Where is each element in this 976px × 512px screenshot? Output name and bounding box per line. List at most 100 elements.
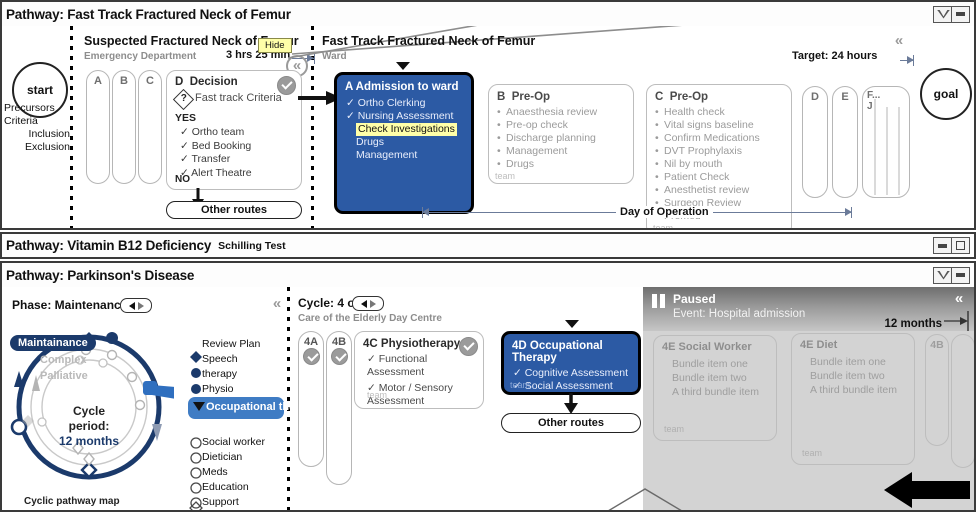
ring-label-palliative[interactable]: Palliative bbox=[40, 370, 88, 382]
pathway-window-b12[interactable]: Pathway: Vitamin B12 Deficiency Schillin… bbox=[0, 232, 976, 259]
task-item[interactable]: Drugs bbox=[497, 158, 633, 171]
chevron-down-icon[interactable] bbox=[934, 6, 952, 22]
window-controls-fast-track[interactable] bbox=[933, 5, 970, 23]
start-node[interactable]: start bbox=[12, 62, 68, 118]
legend-item[interactable]: Education bbox=[202, 481, 249, 493]
legend-item[interactable]: Speech bbox=[202, 353, 238, 365]
pause-icon bbox=[652, 294, 666, 308]
chevron-down-icon[interactable] bbox=[934, 267, 952, 283]
task-item[interactable]: ✓ Functional Assessment bbox=[367, 353, 428, 378]
titlebar-fast-track: Pathway: Fast Track Fractured Neck of Fe… bbox=[2, 2, 974, 28]
maximize-icon[interactable] bbox=[952, 238, 969, 253]
collapse-phase-icon[interactable]: « bbox=[272, 295, 282, 312]
legend-item[interactable]: Support bbox=[202, 496, 239, 508]
next-arrow-icon[interactable] bbox=[369, 299, 376, 308]
cyclic-pathway-map[interactable]: Cycle period: 12 months bbox=[4, 329, 174, 510]
lane-paused-extra[interactable] bbox=[951, 334, 974, 468]
phase-stepper[interactable] bbox=[120, 298, 152, 313]
task-item[interactable]: Bundle item one bbox=[810, 356, 886, 368]
task-item[interactable]: ✓ Nursing Assessment bbox=[346, 110, 454, 122]
task-item[interactable]: Patient Check bbox=[655, 171, 791, 184]
task-item[interactable]: ✓ Cognitive Assessment bbox=[513, 367, 629, 379]
check-icon[interactable] bbox=[331, 348, 348, 365]
check-icon[interactable] bbox=[277, 76, 296, 95]
legend-selected-occupational-therapy[interactable]: Occupational therapy bbox=[188, 397, 318, 419]
legend-item[interactable]: Review Plan bbox=[202, 338, 261, 350]
card-title: Decision bbox=[189, 76, 238, 88]
other-routes-button-parkinsons[interactable]: Other routes bbox=[501, 413, 641, 433]
legend-item[interactable]: Dietician bbox=[202, 451, 243, 463]
lane-4A[interactable]: 4A bbox=[298, 331, 324, 467]
lane-D[interactable]: D bbox=[802, 86, 828, 198]
task-item[interactable]: A third bundle item bbox=[672, 386, 759, 398]
window-controls-parkinsons[interactable] bbox=[933, 266, 970, 284]
card-4D-occupational-therapy[interactable]: 4D Occupational Therapy ✓ Cognitive Asse… bbox=[501, 331, 641, 395]
lane-B[interactable]: B bbox=[112, 70, 136, 184]
task-item[interactable]: DVT Prophylaxis bbox=[655, 145, 791, 158]
task-item[interactable]: Management bbox=[497, 145, 633, 158]
lane-paused-4B[interactable]: 4B bbox=[925, 334, 949, 446]
legend-item[interactable]: therapy bbox=[202, 368, 238, 380]
target-label: Target: 24 hours bbox=[788, 50, 882, 62]
task-item[interactable]: A third bundle item bbox=[810, 384, 897, 396]
card-A-admission[interactable]: A Admission to ward ✓ Ortho Clerking ✓ N… bbox=[334, 72, 474, 214]
ring-label-maintainance[interactable]: Maintainance bbox=[10, 335, 96, 351]
task-item[interactable]: Management bbox=[356, 149, 418, 161]
lane-C[interactable]: C bbox=[138, 70, 162, 184]
task-item[interactable]: Bundle item two bbox=[672, 372, 747, 384]
task-item[interactable]: Bundle item two bbox=[810, 370, 885, 382]
legend-selected-caret-icon bbox=[193, 402, 205, 411]
lane-label: A bbox=[94, 75, 102, 87]
titlebar-b12: Pathway: Vitamin B12 Deficiency Schillin… bbox=[2, 234, 974, 257]
window-controls-b12[interactable] bbox=[933, 237, 970, 254]
card-B-preop[interactable]: B Pre-Op Anaesthesia review Pre-op check… bbox=[488, 84, 634, 184]
task-item-highlighted[interactable]: Check Investigations bbox=[356, 123, 457, 136]
lane-label: E bbox=[841, 91, 849, 103]
task-item[interactable]: Bundle item one bbox=[672, 358, 748, 370]
minimize-icon[interactable] bbox=[952, 6, 969, 22]
lane-4B[interactable]: 4B bbox=[326, 331, 352, 485]
task-item[interactable]: ✓ Social Assessment bbox=[513, 380, 613, 392]
task-item[interactable]: Pre-op check bbox=[497, 119, 633, 132]
legend-item[interactable]: Physio bbox=[202, 383, 234, 395]
task-item[interactable]: Discharge planning bbox=[497, 132, 633, 145]
prev-arrow-icon[interactable] bbox=[360, 299, 367, 308]
task-item[interactable]: ✓ Ortho Clerking bbox=[346, 97, 426, 109]
check-icon[interactable] bbox=[459, 337, 478, 356]
task-item[interactable]: Confirm Medications bbox=[655, 132, 791, 145]
lane-group-F-J[interactable]: F... J bbox=[862, 86, 910, 198]
prev-arrow-icon[interactable] bbox=[128, 301, 135, 310]
card-C-preop[interactable]: C Pre-Op Health check Vital signs baseli… bbox=[646, 84, 792, 228]
card-b-team: team bbox=[495, 171, 516, 181]
goal-node[interactable]: goal bbox=[920, 68, 972, 120]
decision-yes-label: YES bbox=[175, 112, 197, 124]
task-item[interactable]: Anesthetist review bbox=[655, 184, 791, 197]
check-icon[interactable] bbox=[303, 348, 320, 365]
decision-card-D[interactable]: D Decision ? Fast track Criteria YES ✓ O… bbox=[166, 70, 302, 190]
task-item[interactable]: Health check bbox=[655, 106, 791, 119]
lane-A[interactable]: A bbox=[86, 70, 110, 184]
minimize-icon[interactable] bbox=[952, 267, 969, 283]
card-code: D bbox=[175, 76, 184, 88]
legend-item[interactable]: Social worker bbox=[202, 436, 266, 448]
card-4d-team: team bbox=[510, 380, 531, 390]
task-item[interactable]: ✓ Motor / Sensory Assessment bbox=[367, 382, 453, 407]
card-4C-physiotherapy[interactable]: 4C Physiotherapy ✓ Functional Assessment… bbox=[354, 331, 484, 409]
task-item[interactable]: Nil by mouth bbox=[655, 158, 791, 171]
collapse-right-stage-icon[interactable]: « bbox=[894, 32, 904, 49]
card-4c-title: 4C Physiotherapy bbox=[363, 338, 461, 350]
card-4E-social-worker[interactable]: 4E Social Worker Bundle item one Bundle … bbox=[653, 335, 777, 441]
ring-label-complex[interactable]: Complex bbox=[40, 354, 87, 366]
task-item[interactable]: Anaesthesia review bbox=[497, 106, 633, 119]
legend-item[interactable]: Meds bbox=[202, 466, 228, 478]
minimize-icon[interactable] bbox=[934, 238, 952, 253]
back-arrow-icon[interactable] bbox=[884, 468, 974, 508]
next-arrow-icon[interactable] bbox=[137, 301, 144, 310]
lane-E[interactable]: E bbox=[832, 86, 858, 198]
cycle-stepper[interactable] bbox=[352, 296, 384, 311]
task-item[interactable]: Drugs bbox=[356, 136, 385, 148]
collapse-paused-icon[interactable]: « bbox=[954, 290, 964, 307]
task-item[interactable]: Vital signs baseline bbox=[655, 119, 791, 132]
card-4E-diet[interactable]: 4E Diet Bundle item one Bundle item two … bbox=[791, 333, 915, 465]
other-routes-button-left[interactable]: Other routes bbox=[166, 201, 302, 219]
